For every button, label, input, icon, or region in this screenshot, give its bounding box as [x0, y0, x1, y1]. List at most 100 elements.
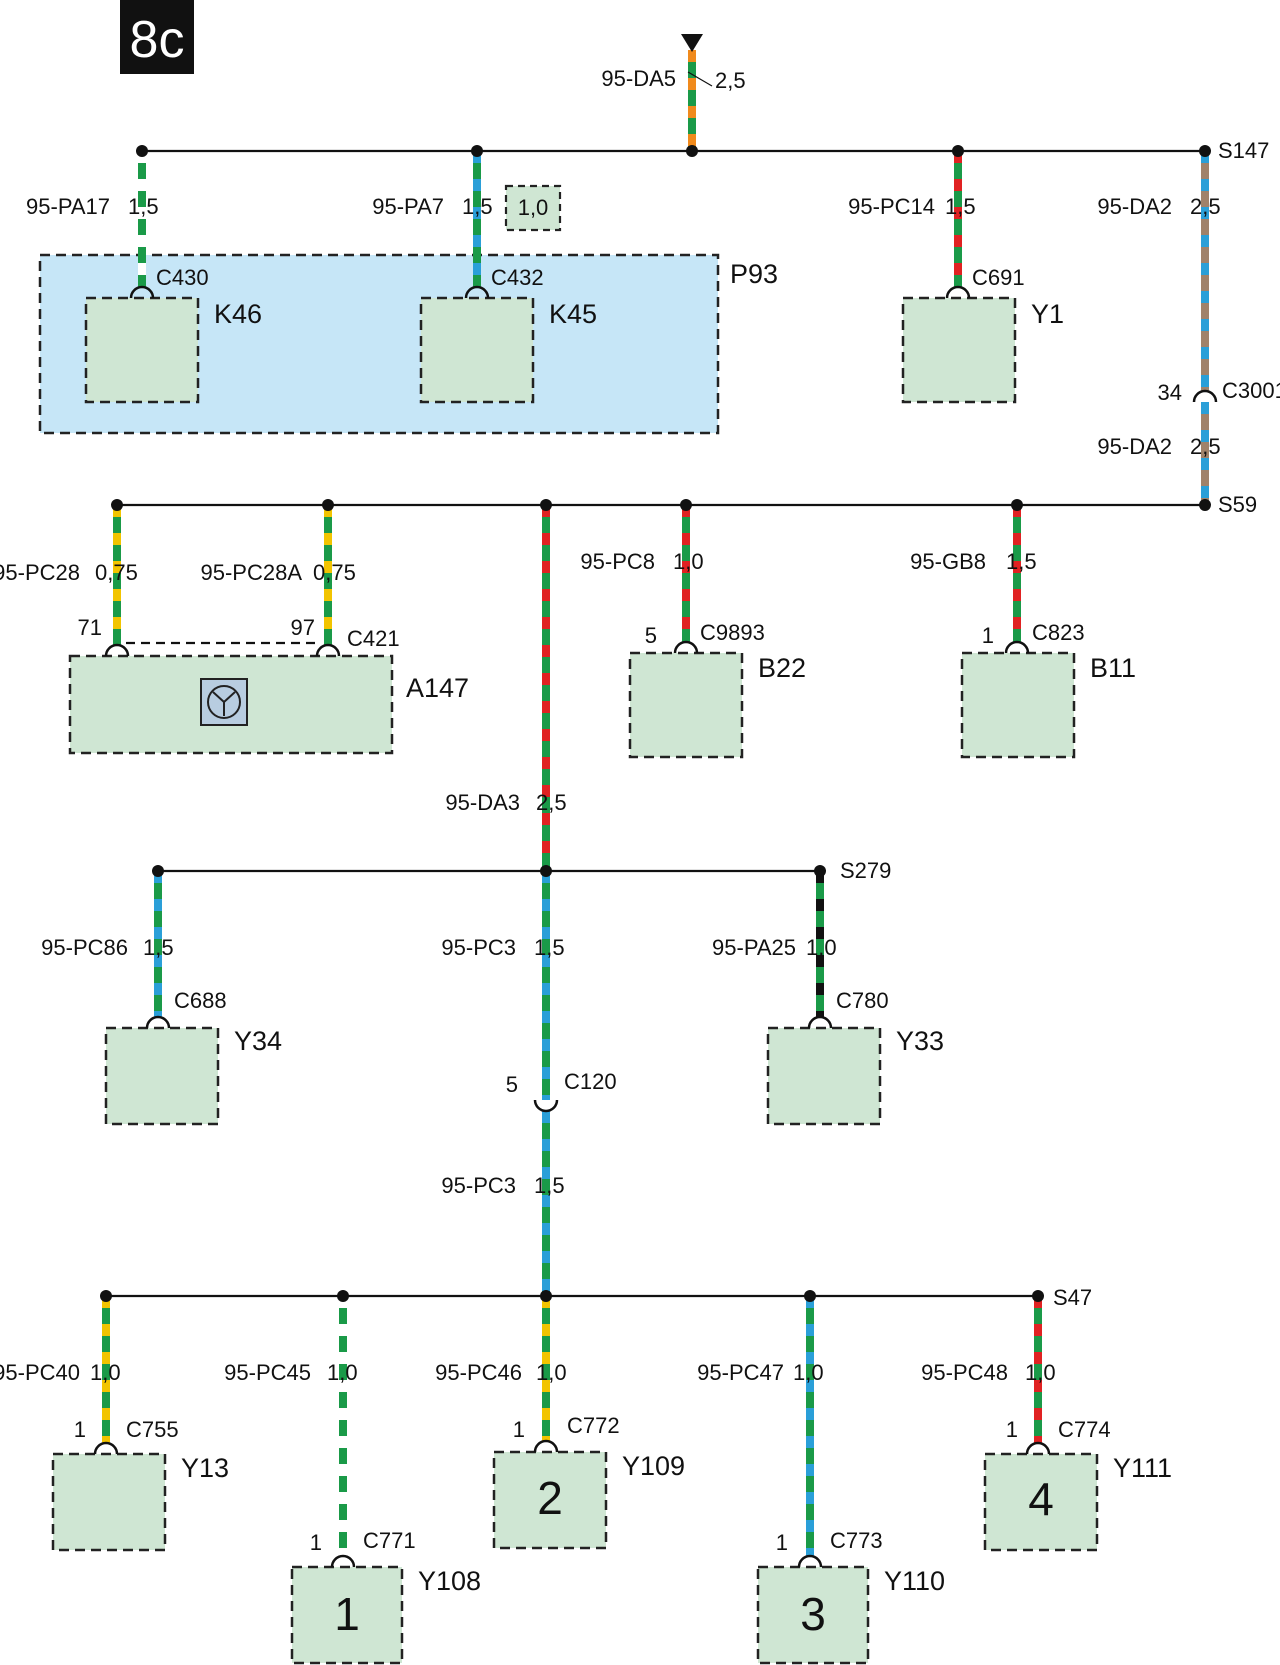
connector-c3001-pin: 34: [1158, 380, 1182, 405]
y110-label: Y110: [884, 1566, 945, 1596]
connector-c430-label: C430: [156, 265, 209, 290]
b22-box: [628, 651, 744, 759]
connector-arcs: [93, 285, 1218, 1568]
y1-box: [901, 296, 1017, 404]
component-b22[interactable]: B22: [628, 651, 806, 759]
junction-dot: [686, 145, 698, 157]
connector-c9893-label: C9893: [700, 620, 765, 645]
wire-pc28-id: 95-PC28: [0, 560, 80, 585]
connector-c772-label: C772: [567, 1413, 620, 1438]
connector-c771-pin: 1: [310, 1530, 322, 1555]
connector-c120-pin: 5: [506, 1072, 518, 1097]
feed-wire-id: 95-DA5: [601, 66, 676, 91]
wire-pa7-gauge: 1,5: [462, 194, 493, 219]
connector-c774-arc: [1025, 1441, 1051, 1455]
a147-label: A147: [406, 673, 469, 703]
junction-dot: [680, 499, 692, 511]
wire-pc8-id: 95-PC8: [580, 549, 655, 574]
component-y111[interactable]: 4 Y111: [983, 1452, 1172, 1552]
connector-c688-label: C688: [174, 988, 227, 1013]
k46-label: K46: [214, 299, 262, 329]
wire-pc3-top-id: 95-PC3: [441, 935, 516, 960]
component-y33[interactable]: Y33: [766, 1026, 944, 1126]
wire-da2-bottom-gauge: 2,5: [1190, 434, 1221, 459]
junction-dot: [814, 865, 826, 877]
splice-s47: S47: [1053, 1285, 1092, 1310]
connector-c755-pin: 1: [74, 1417, 86, 1442]
b22-label: B22: [758, 653, 806, 683]
connector-c421-arc-97: [315, 643, 341, 657]
connector-c755-label: C755: [126, 1417, 179, 1442]
alt-gauge-box: [504, 184, 562, 232]
connector-c120-arc: [533, 1099, 559, 1113]
feed-arrow: [681, 34, 703, 52]
splice-s147: S147: [1218, 138, 1269, 163]
wires-layer: [102, 50, 1209, 1556]
b11-label: B11: [1090, 653, 1136, 683]
component-y13[interactable]: Y13: [51, 1452, 229, 1552]
wire-pc8-gauge: 1,0: [673, 549, 704, 574]
connector-c9893-pin: 5: [645, 623, 657, 648]
wire-pa17-id: 95-PA17: [26, 194, 110, 219]
connector-c771-arc: [330, 1554, 356, 1568]
wire-pc48-gauge: 1,0: [1025, 1360, 1056, 1385]
wire-gb8-gauge: 1,5: [1006, 549, 1037, 574]
connector-c774-pin: 1: [1006, 1417, 1018, 1442]
wire-pc48-id: 95-PC48: [921, 1360, 1008, 1385]
connector-c432-label: C432: [491, 265, 544, 290]
connector-c780-label: C780: [836, 988, 889, 1013]
page-badge-label: 8c: [130, 11, 185, 69]
wire-pa25-id: 95-PA25: [712, 935, 796, 960]
wire-pc45-gauge: 1,0: [327, 1360, 358, 1385]
component-y34[interactable]: Y34: [104, 1026, 282, 1126]
wire-da3-id: 95-DA3: [445, 790, 520, 815]
wire-da3-gauge: 2,5: [536, 790, 567, 815]
wire-pc46-id: 95-PC46: [435, 1360, 522, 1385]
a147-symbol-icon: [207, 685, 241, 719]
connector-c691-label: C691: [972, 265, 1025, 290]
y33-box: [766, 1026, 882, 1126]
junction-dot: [136, 145, 148, 157]
wire-da2-top-id: 95-DA2: [1097, 194, 1172, 219]
junction-dot: [100, 1290, 112, 1302]
p93-label: P93: [730, 259, 778, 289]
connector-c772-arc: [533, 1439, 559, 1453]
y111-box: [983, 1452, 1099, 1552]
junction-dot: [1199, 145, 1211, 157]
component-a147[interactable]: A147: [68, 654, 469, 755]
connector-c421-pin-97: 97: [291, 615, 315, 640]
junction-dot: [540, 865, 552, 877]
wire-pc45-id: 95-PC45: [224, 1360, 311, 1385]
y110-box: [756, 1565, 870, 1665]
component-y109[interactable]: 2 Y109: [492, 1450, 685, 1550]
y13-box: [51, 1452, 167, 1552]
wire-pa17-gauge: 1,5: [128, 194, 159, 219]
y110-number: 3: [800, 1588, 826, 1640]
component-y1[interactable]: Y1: [901, 296, 1064, 404]
connector-c432-arc: [464, 285, 490, 299]
component-k46[interactable]: K46: [84, 296, 262, 404]
component-y110[interactable]: 3 Y110: [756, 1565, 945, 1665]
component-b11[interactable]: B11: [960, 651, 1136, 759]
y1-label: Y1: [1031, 299, 1064, 329]
connector-c823-pin: 1: [982, 623, 994, 648]
component-y108[interactable]: 1 Y108: [290, 1565, 481, 1665]
y34-box: [104, 1026, 220, 1126]
junction-dot: [540, 1290, 552, 1302]
junction-dot: [1011, 499, 1023, 511]
connector-c780-arc: [807, 1015, 833, 1029]
k45-label: K45: [549, 299, 597, 329]
wire-pc28-gauge: 0,75: [95, 560, 138, 585]
wire-pa25-gauge: 1,0: [806, 935, 837, 960]
connector-c3001-arc: [1192, 389, 1218, 403]
wire-pc28a-gauge: 0,75: [313, 560, 356, 585]
junction-dot: [322, 499, 334, 511]
component-k45[interactable]: K45: [419, 296, 597, 404]
connector-c755-arc: [93, 1441, 119, 1455]
y111-number: 4: [1028, 1473, 1054, 1525]
splice-s59: S59: [1218, 492, 1257, 517]
connector-c421-label: C421: [347, 626, 400, 651]
b11-box: [960, 651, 1076, 759]
connector-c823-arc: [1004, 640, 1030, 654]
